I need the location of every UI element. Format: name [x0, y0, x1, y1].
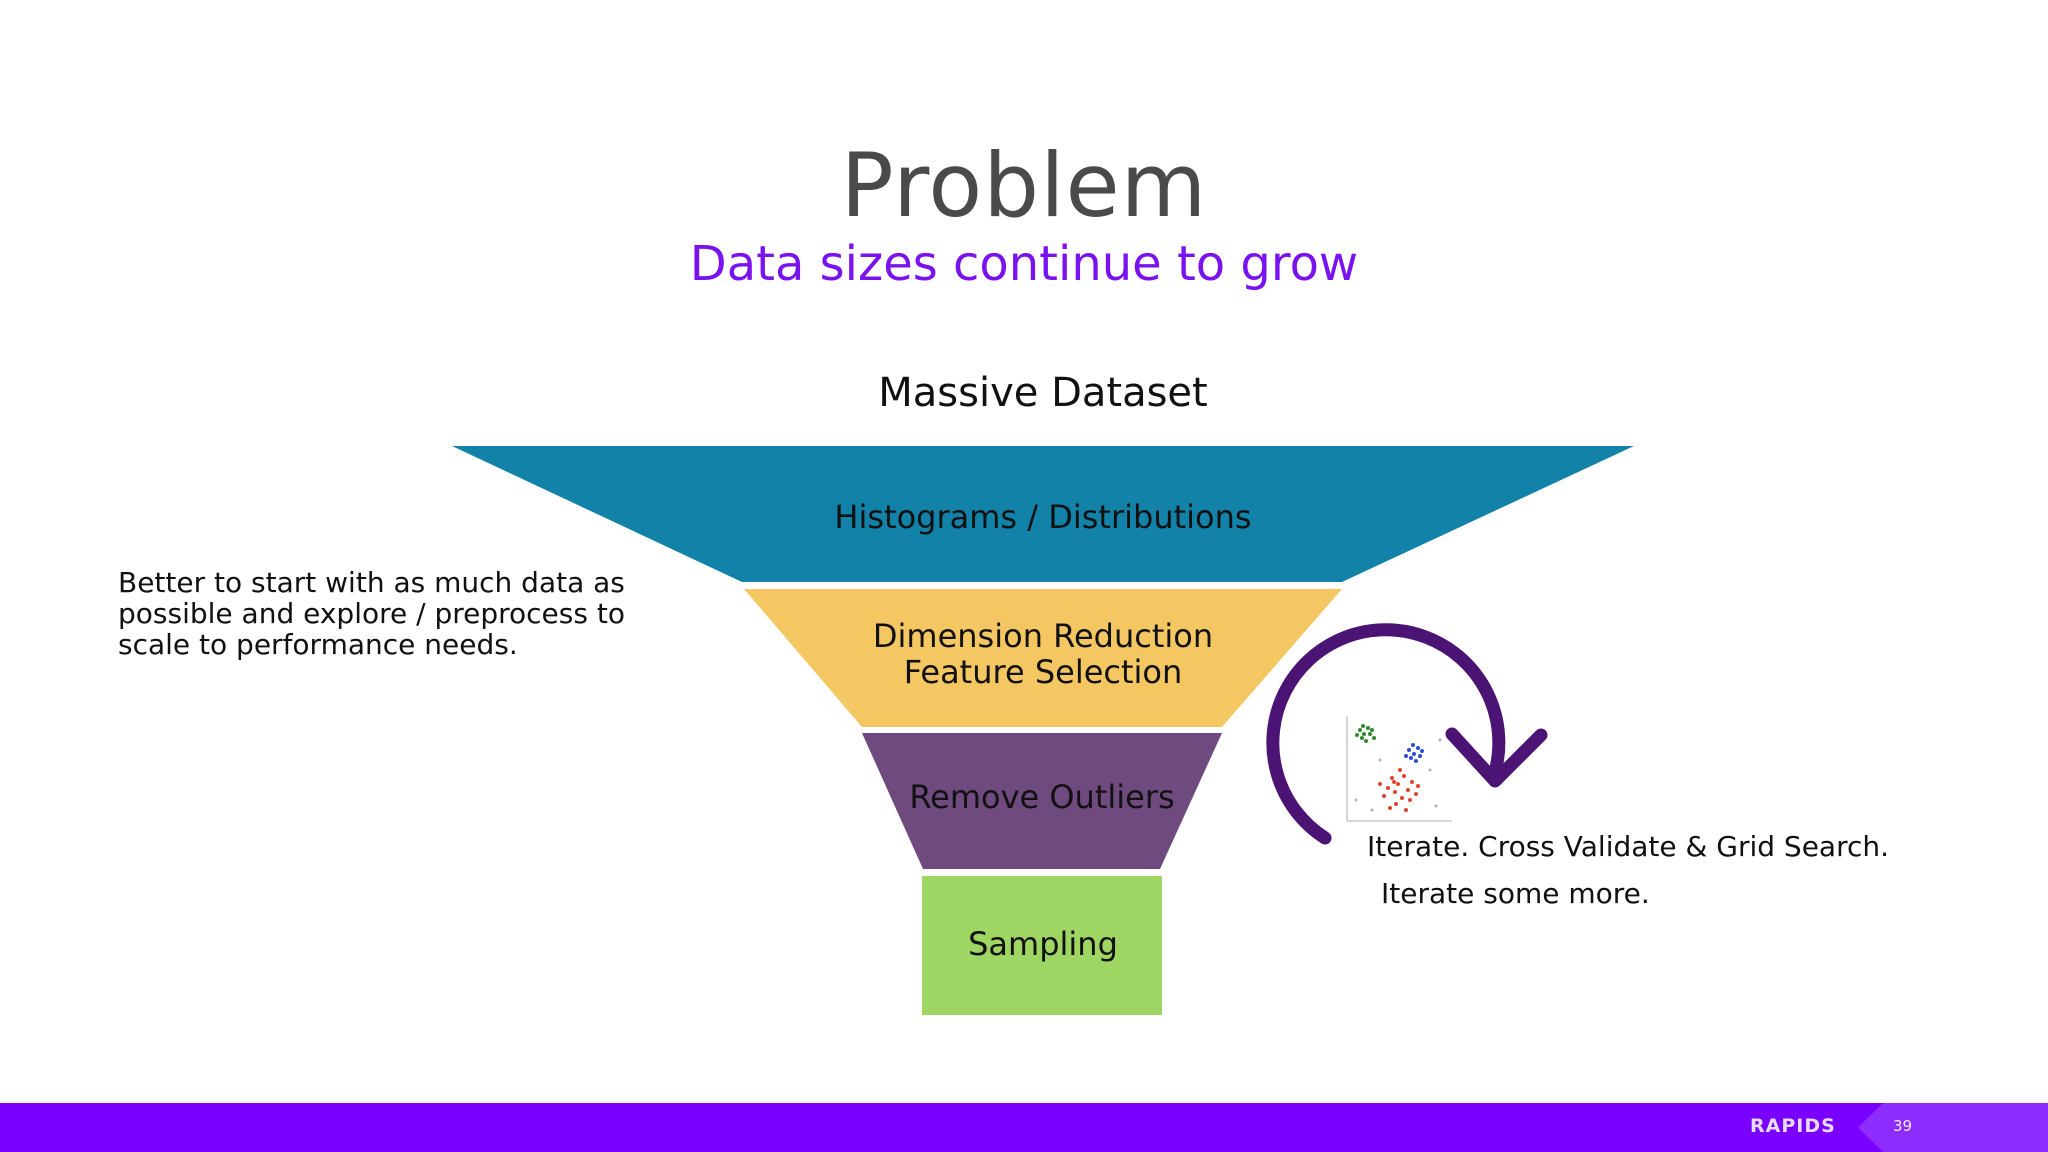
rapids-logo: RAPIDS	[1750, 1115, 1836, 1137]
circular-arrow-icon	[1266, 623, 1548, 845]
funnel-stage-label: Remove Outliers	[909, 778, 1174, 816]
page-number: 39	[1893, 1117, 1913, 1135]
footer-bar: RAPIDS 39	[0, 1103, 2048, 1152]
funnel-stage-label: Feature Selection	[904, 653, 1183, 691]
slide-subtitle: Data sizes continue to grow	[689, 236, 1359, 292]
funnel-top-label: Massive Dataset	[878, 370, 1207, 416]
funnel-stage-label: Histograms / Distributions	[834, 498, 1251, 536]
footer-accent	[1858, 1103, 2048, 1152]
funnel-stage-label: Sampling	[968, 925, 1118, 963]
left-note: Better to start with as much data as pos…	[118, 566, 625, 661]
slide-title: Problem	[840, 134, 1208, 237]
iterate-note-line-1: Iterate. Cross Validate & Grid Search.	[1367, 830, 1890, 863]
funnel-stage-remove-outliers	[862, 733, 1222, 869]
scatter-plot-icon	[1346, 716, 1452, 822]
funnel-stage-label: Dimension Reduction	[873, 617, 1213, 655]
funnel-stage-histograms	[452, 446, 1634, 582]
funnel-stage-sampling	[922, 876, 1162, 1015]
funnel-stage-dimension-reduction	[744, 589, 1342, 727]
iterate-note-line-2: Iterate some more.	[1381, 877, 1650, 910]
